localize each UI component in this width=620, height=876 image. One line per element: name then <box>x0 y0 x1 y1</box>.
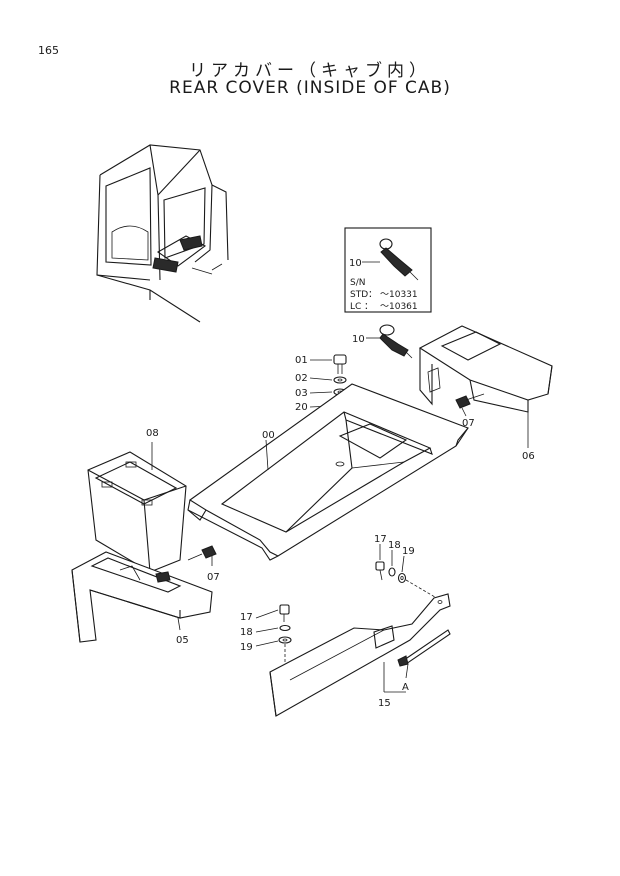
storage-box-08 <box>87 451 187 573</box>
callout-18-upper: 18 <box>388 540 401 551</box>
page-number: 165 <box>38 44 59 57</box>
washer-18-upper-icon <box>388 567 396 577</box>
page-title-english: REAR COVER (INSIDE OF CAB) <box>169 78 451 98</box>
callout-17-lower: 17 <box>240 612 253 623</box>
cab-overview-sketch <box>96 144 229 323</box>
callout-10: 10 <box>352 334 365 345</box>
washer-19-lower-icon <box>278 636 292 644</box>
callout-18-lower: 18 <box>240 627 253 638</box>
callout-06: 06 <box>522 451 535 462</box>
washer-02-icon <box>333 376 347 384</box>
callout-01: 01 <box>295 355 308 366</box>
inset-lc-label: LC ： <box>350 302 373 312</box>
callout-05: 05 <box>176 635 189 646</box>
knob-10-icon <box>379 324 413 359</box>
callout-00: 00 <box>262 430 275 441</box>
washer-19-upper-icon <box>397 572 407 584</box>
inset-sn-label: S/N <box>350 278 365 288</box>
bolt-17-lower-icon <box>279 604 290 622</box>
callout-20: 20 <box>295 402 308 413</box>
callout-07-right: 07 <box>462 418 475 429</box>
callout-03: 03 <box>295 388 308 399</box>
bolt-17-upper-icon <box>375 561 385 581</box>
callout-08: 08 <box>146 428 159 439</box>
inset-std-label: STD： <box>350 290 377 300</box>
callout-15: 15 <box>378 698 391 709</box>
page-title-japanese: リアカバー（キャブ内） <box>189 61 431 81</box>
bolt-07-right-icon <box>455 393 485 409</box>
bolt-07-left-icon <box>187 545 217 561</box>
callout-19-upper: 19 <box>402 546 415 557</box>
rear-cover-right-06 <box>418 325 553 413</box>
washer-18-lower-icon <box>279 624 291 632</box>
callout-10-inset: 10 <box>349 258 362 269</box>
panel-15 <box>269 593 451 717</box>
serial-number-inset: 10 S/N STD： ～10331 LC ： ～10361 <box>344 227 432 313</box>
callout-02: 02 <box>295 373 308 384</box>
callout-07-left: 07 <box>207 572 220 583</box>
callout-a: A <box>402 682 409 693</box>
inset-std-value: ～10331 <box>380 290 418 300</box>
tray-00 <box>187 383 469 561</box>
rod-a-icon <box>397 629 451 667</box>
inset-lc-value: ～10361 <box>380 302 418 312</box>
left-cover-05 <box>71 551 213 643</box>
callout-17-upper: 17 <box>374 534 387 545</box>
callout-19-lower: 19 <box>240 642 253 653</box>
bolt-01-icon <box>333 354 347 374</box>
knob-10-inset-icon <box>379 238 419 281</box>
